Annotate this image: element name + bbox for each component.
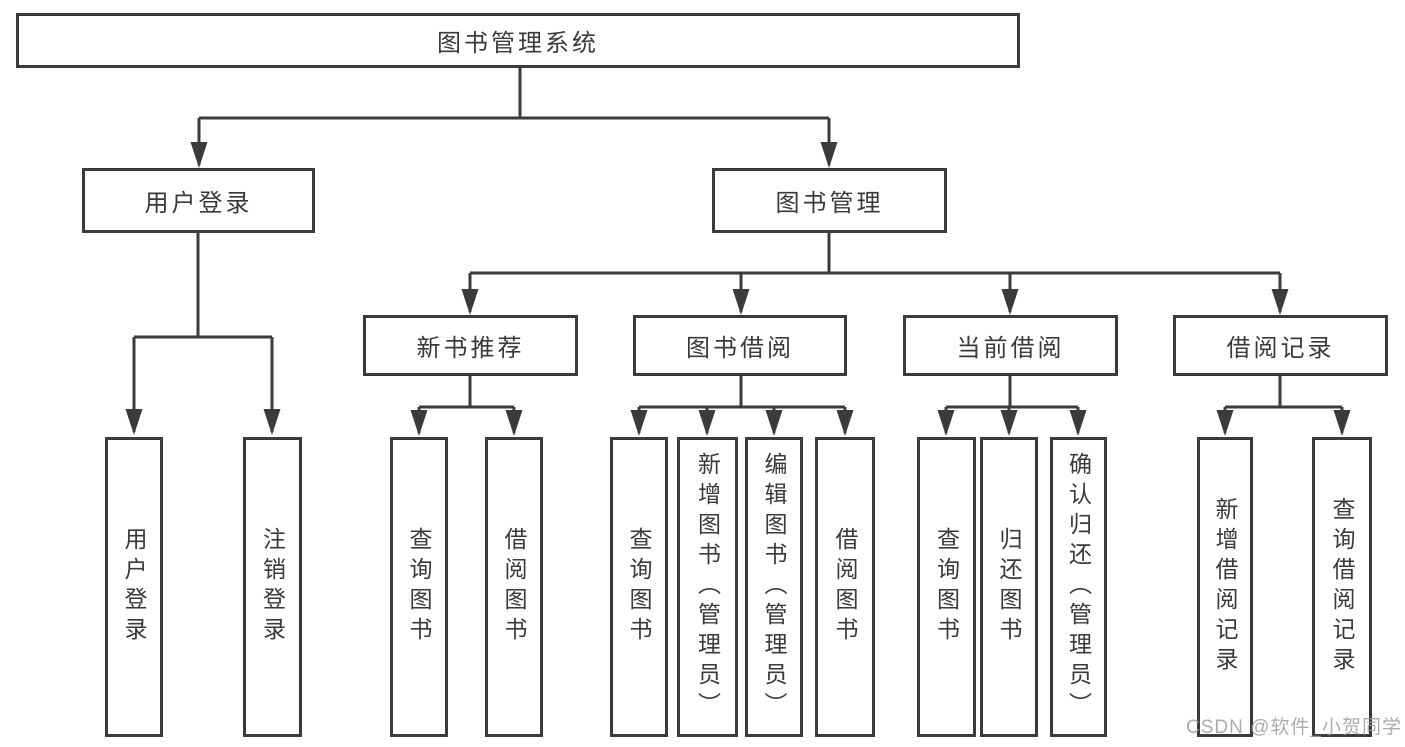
node-user-login: 用户登录 [82,168,315,233]
leaf-query-borrow-record: 查询借阅记录 [1312,437,1372,737]
leaf-query-books-recommend: 查询图书 [390,437,448,737]
csdn-watermark: CSDN @软件_小贺同学 [1186,717,1402,738]
connector-book-management [468,233,1282,312]
connector-new-book [417,376,516,433]
node-current-borrow: 当前借阅 [903,315,1118,376]
arrow-down-icon [1001,289,1019,315]
arrow-down-icon [630,410,648,436]
leaf-confirm-return-admin: 确认归还（管理员） [1050,437,1107,737]
leaf-query-books-borrow: 查询图书 [610,437,668,737]
arrow-down-icon [1069,410,1087,436]
leaf-add-book-admin: 新增图书（管理员） [677,437,738,737]
arrow-down-icon [698,410,716,436]
node-book-borrow: 图书借阅 [633,315,847,376]
arrow-down-icon [190,142,208,168]
arrow-down-icon [1333,410,1351,436]
arrow-down-icon [410,410,428,436]
arrow-down-icon [263,409,281,435]
connector-root [197,68,831,165]
connector-user-login [132,233,274,432]
arrow-down-icon [732,289,750,315]
arrow-down-icon [505,410,523,436]
leaf-return-book: 归还图书 [980,437,1038,737]
arrow-down-icon [125,409,143,435]
arrow-down-icon [820,142,838,168]
arrow-down-icon [1000,410,1018,436]
node-new-book-recommend: 新书推荐 [363,315,578,376]
arrow-down-icon [1271,289,1289,315]
leaf-borrow-books-recommend: 借阅图书 [485,437,543,737]
leaf-logout: 注销登录 [243,437,302,737]
arrow-down-icon [937,410,955,436]
connector-borrow-records [1223,376,1344,433]
node-root: 图书管理系统 [16,13,1020,68]
arrow-down-icon [765,410,783,436]
leaf-query-books-current: 查询图书 [917,437,976,737]
leaf-user-login: 用户登录 [105,437,163,737]
node-borrow-records: 借阅记录 [1173,315,1388,376]
leaf-edit-book-admin: 编辑图书（管理员） [745,437,803,737]
arrow-down-icon [461,289,479,315]
node-book-management: 图书管理 [712,168,947,233]
arrowheads [125,142,1351,436]
leaf-borrow-books: 借阅图书 [815,437,875,737]
arrow-down-icon [1216,410,1234,436]
connector-book-borrow [637,376,847,433]
leaf-add-borrow-record: 新增借阅记录 [1197,437,1253,737]
arrow-down-icon [836,410,854,436]
